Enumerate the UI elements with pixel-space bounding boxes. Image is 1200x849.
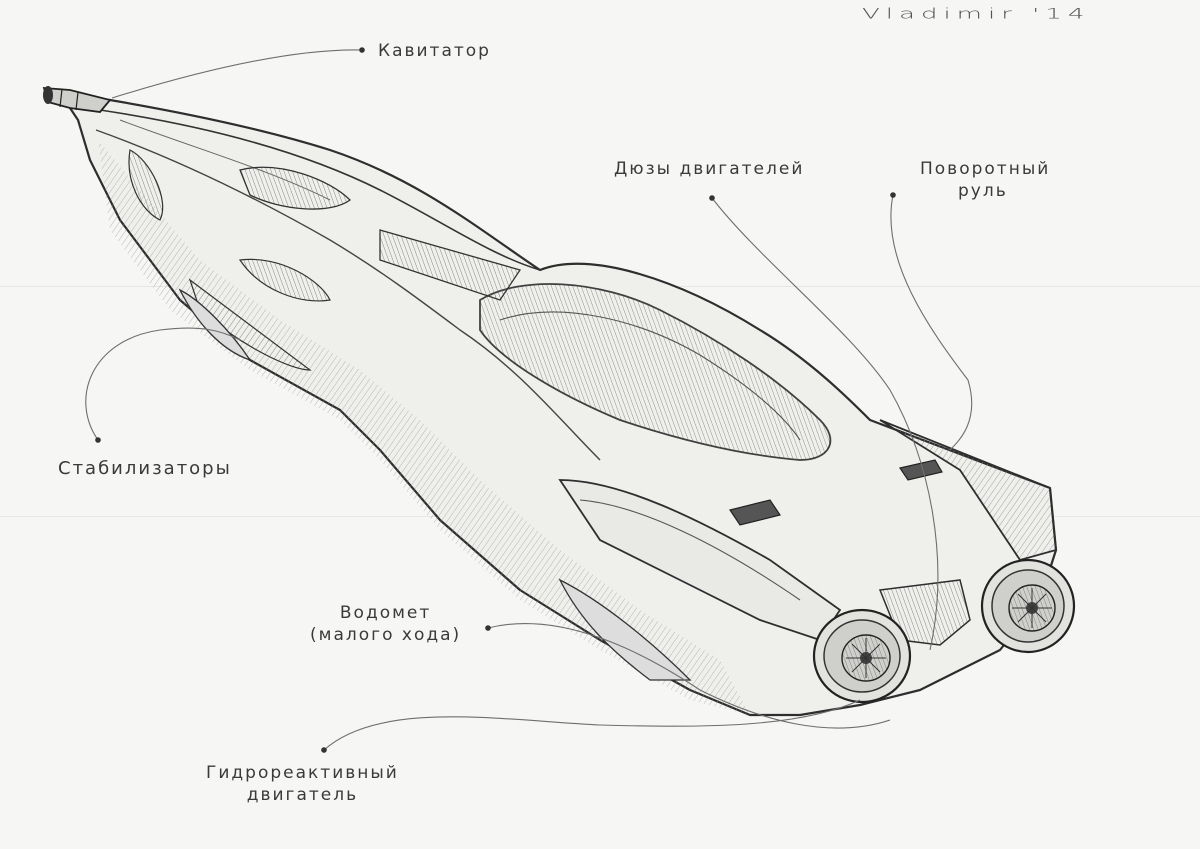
leader-cavitator [111,49,363,99]
hull-shadow [98,140,750,715]
leader-rudder [890,194,973,451]
leader-dot [95,437,101,443]
label-waterjet-line2: (малого хода) [310,625,462,645]
label-waterjet-line1: Водомет [339,603,432,623]
leader-dot [321,747,327,753]
leader-dot [709,195,715,201]
engine-nozzle-right [980,558,1076,654]
hull-outline [60,94,1058,717]
waterjet-intake [899,459,943,481]
label-stabilizers: Стабилизаторы [58,458,232,479]
label-waterjet: Водомет (малого хода) [310,602,461,646]
label-rudder-line2: руль [958,181,1008,201]
label-hydrojet-engine: Гидрореактивный двигатель [206,762,399,806]
leader-stabilizers [85,327,241,441]
canopy [479,283,832,461]
waterjet-intake [729,499,781,526]
leader-engine-nozzles [711,197,939,651]
label-hydrojet-line1: Гидрореактивный [206,763,399,783]
leader-hydrojet [323,699,861,751]
cavitator-nose [42,86,112,113]
artist-signature: Vladimir '14 [862,6,1091,23]
label-rudder: Поворотный руль [920,158,1050,202]
leader-dot [485,625,491,631]
leader-waterjet [487,623,891,729]
label-cavitator: Кавитатор [378,41,491,61]
label-hydrojet-line2: двигатель [246,785,359,805]
leader-dot [890,192,896,198]
label-rudder-line1: Поворотный [920,159,1051,179]
leader-dot [359,47,365,53]
label-engine-nozzles: Дюзы двигателей [614,159,805,179]
rudder-fin [879,419,1057,562]
stabilizer-fin [178,288,252,362]
engine-nozzle-left [812,608,912,704]
